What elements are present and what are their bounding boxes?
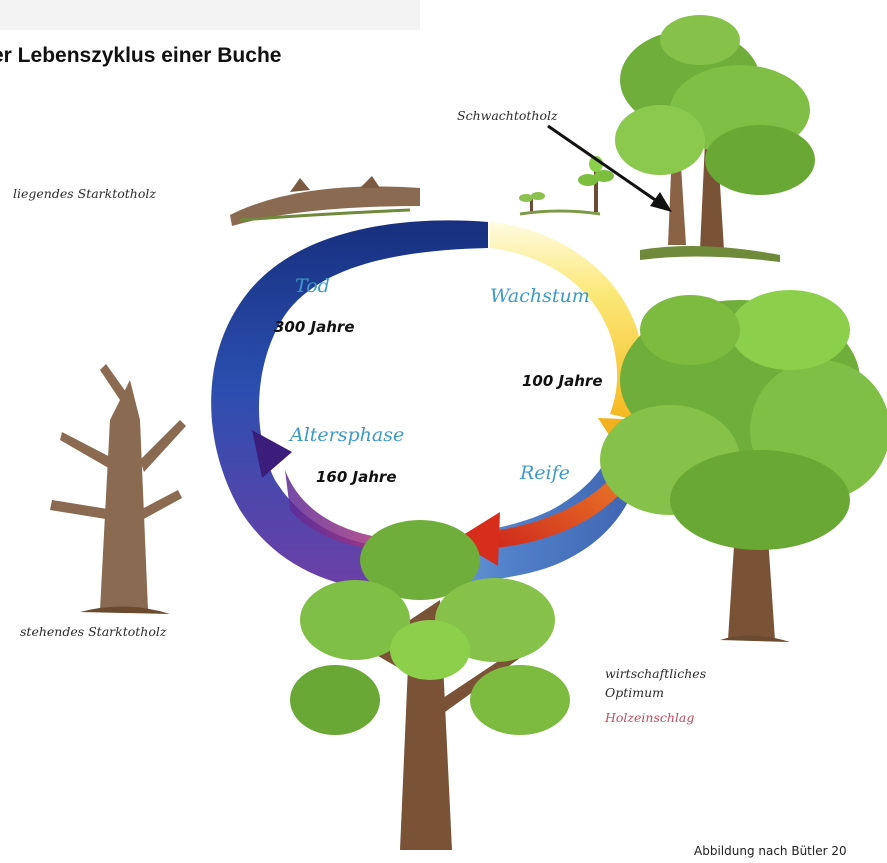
seedling-icon <box>519 192 600 214</box>
phase-altersphase: Altersphase <box>290 424 404 446</box>
lying-deadwood-icon <box>230 176 420 226</box>
phase-wachstum: Wachstum <box>490 285 590 307</box>
label-holzeinschlag: Holzeinschlag <box>605 710 694 725</box>
age-300: 300 Jahre <box>274 318 355 336</box>
label-wirtschaftliches: wirtschaftliches <box>605 666 706 681</box>
image-credit: Abbildung nach Bütler 20 <box>694 844 847 858</box>
mature-beech-icon <box>600 290 887 642</box>
label-liegendes-starktotholz: liegendes Starktotholz <box>13 186 156 201</box>
diagram-title: er Lebenszyklus einer Buche <box>0 44 281 68</box>
phase-tod: Tod <box>295 275 330 297</box>
standing-deadwood-icon <box>50 364 186 614</box>
label-stehendes-starktotholz: stehendes Starktotholz <box>20 624 166 639</box>
age-160: 160 Jahre <box>316 468 397 486</box>
sapling-icon <box>578 156 614 212</box>
label-optimum: Optimum <box>605 685 664 700</box>
header-shade <box>0 0 420 30</box>
young-beech-icon <box>615 15 815 262</box>
label-schwachtotholz: Schwachtotholz <box>457 108 558 123</box>
age-100: 100 Jahre <box>522 372 603 390</box>
phase-reife: Reife <box>520 462 570 484</box>
